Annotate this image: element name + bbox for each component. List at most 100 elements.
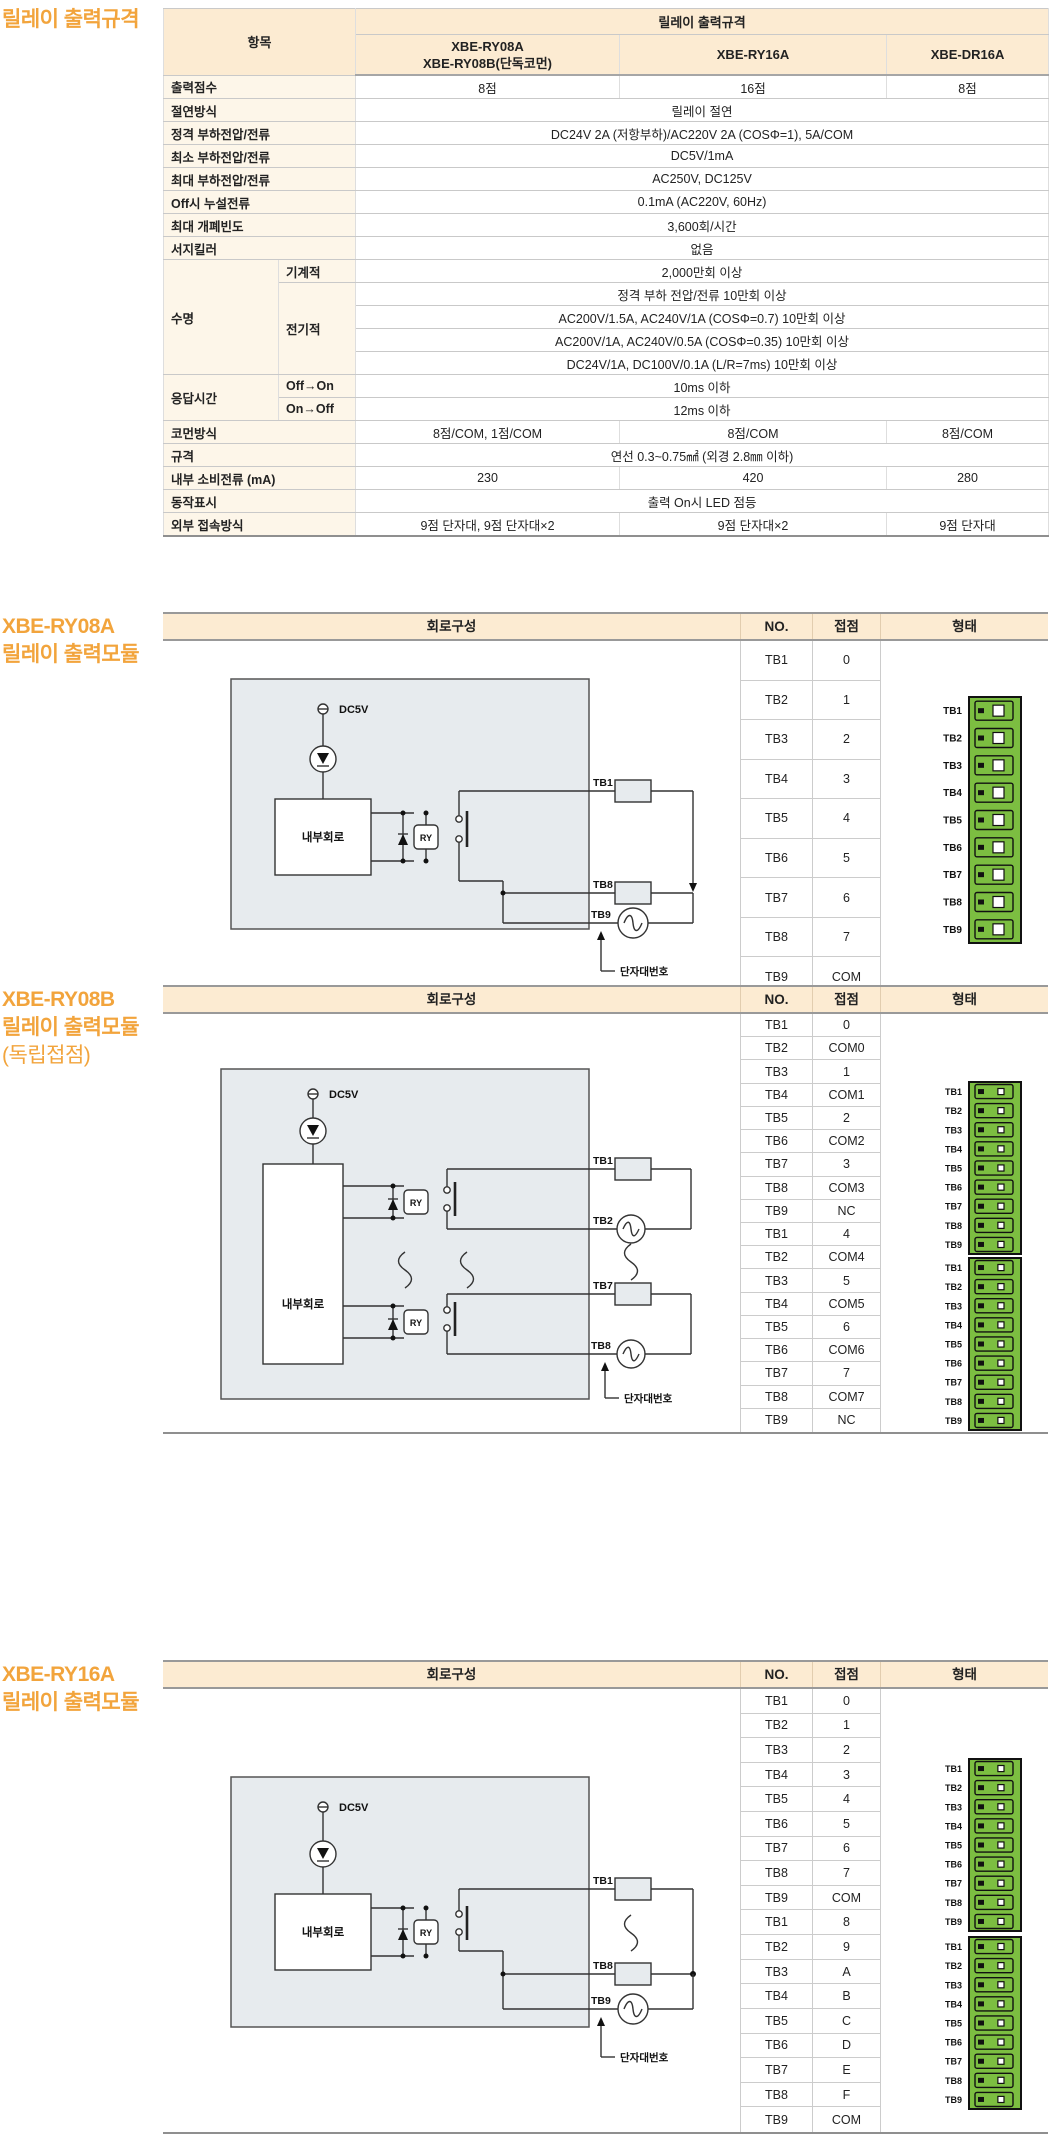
terminal-screw bbox=[997, 1145, 1005, 1153]
contact-value: COM2 bbox=[813, 1130, 881, 1153]
terminal-label: TB9 bbox=[945, 1240, 962, 1250]
terminal-clamp bbox=[978, 708, 984, 714]
circuit-svg: DC5V 내부회로 RY TB1 bbox=[230, 1776, 696, 2064]
terminal-no: TB7 bbox=[741, 2058, 813, 2082]
spec-sublabel: On→Off bbox=[277, 397, 357, 421]
terminal-number-note: 단자대번호 bbox=[624, 1392, 673, 1405]
circuit-svg: DC5V 내부회로 RY TB1 bbox=[220, 1068, 692, 1405]
terminal-screw bbox=[997, 1283, 1005, 1291]
terminal-slot bbox=[974, 1236, 1014, 1253]
terminal-screw bbox=[997, 1803, 1005, 1811]
terminal-clamp bbox=[978, 1785, 984, 1791]
terminal-label: TB9 bbox=[943, 925, 962, 936]
spec-value: 16점 bbox=[619, 74, 888, 99]
contact-value: 4 bbox=[813, 1222, 881, 1246]
col-item-header: 항목 bbox=[162, 8, 357, 76]
terminal-slot bbox=[974, 1336, 1014, 1352]
terminal-slot bbox=[974, 1141, 1014, 1157]
terminal-screw bbox=[997, 2038, 1005, 2046]
spec-value: 12ms 이하 bbox=[355, 397, 1050, 421]
terminal-clamp bbox=[978, 1766, 984, 1772]
tb1-label: TB1 bbox=[593, 777, 613, 789]
section-header: 회로구성 NO. 접점 형태 bbox=[163, 612, 1048, 641]
terminal-no: TB1 bbox=[741, 641, 813, 680]
spec-value: AC200V/1.5A, AC240V/1A (COSΦ=0.7) 10만회 이… bbox=[355, 305, 1050, 329]
header-contact: 접점 bbox=[813, 987, 881, 1012]
terminal-no: TB7 bbox=[741, 1362, 813, 1385]
contact-value: COM4 bbox=[813, 1246, 881, 1269]
terminal-no: TB3 bbox=[741, 720, 813, 759]
terminal-no: TB1 bbox=[741, 1910, 813, 1935]
relay-label: RY bbox=[410, 1318, 422, 1328]
circuit-diagram-ry16a: DC5V 내부회로 RY TB1 bbox=[163, 1689, 741, 2132]
terminal-slot bbox=[974, 1760, 1014, 1777]
spec-value: 280 bbox=[886, 466, 1050, 490]
contact-value: COM bbox=[813, 1885, 881, 1910]
contact-value: 0 bbox=[813, 1014, 881, 1037]
table-row: AC200V/1A, AC240V/0.5A (COSΦ=0.35) 10만회 … bbox=[164, 328, 1050, 352]
contact-value: A bbox=[813, 1959, 881, 1984]
terminal-label: TB6 bbox=[945, 1860, 962, 1870]
terminal-slot bbox=[974, 1259, 1014, 1276]
contact-value: 3 bbox=[813, 759, 881, 799]
terminal-slot bbox=[974, 837, 1014, 858]
table-row: 내부 소비전류 (mA) 230 420 280 bbox=[162, 466, 1050, 490]
spec-value: 8점/COM bbox=[886, 420, 1050, 444]
terminal-clamp bbox=[978, 1360, 984, 1366]
section-title-ry08b: XBE-RY08B 릴레이 출력모듈 (독립접점) bbox=[2, 988, 140, 1067]
header-no: NO. bbox=[741, 1662, 813, 1687]
terminal-label: TB9 bbox=[945, 1416, 962, 1426]
table-row: Off시 누설전류 0.1mA (AC220V, 60Hz) bbox=[162, 190, 1050, 214]
terminal-slot bbox=[974, 1393, 1014, 1410]
spec-value: 릴레이 절연 bbox=[355, 98, 1050, 122]
contact-value: COM0 bbox=[813, 1037, 881, 1060]
terminal-no: TB4 bbox=[741, 1762, 813, 1787]
header-no: NO. bbox=[741, 614, 813, 639]
terminal-no: TB8 bbox=[741, 1861, 813, 1885]
terminal-no: TB6 bbox=[741, 1130, 813, 1153]
terminal-clamp bbox=[978, 2058, 984, 2064]
spec-value: 10ms 이하 bbox=[355, 374, 1050, 398]
terminal-label: TB5 bbox=[945, 1841, 962, 1851]
terminal-clamp bbox=[978, 2096, 984, 2102]
terminal-clamp bbox=[978, 1804, 984, 1810]
terminal-clamp bbox=[978, 1918, 984, 1924]
terminal-label: TB6 bbox=[945, 1183, 962, 1193]
terminal-clamp bbox=[978, 1398, 984, 1404]
header-no: NO. bbox=[741, 987, 813, 1012]
terminal-screw bbox=[997, 1240, 1005, 1249]
terminal-label: TB7 bbox=[945, 1378, 962, 1388]
contact-value: 6 bbox=[813, 878, 881, 917]
terminal-label: TB5 bbox=[945, 1340, 962, 1350]
terminal-slot bbox=[974, 1412, 1014, 1429]
tb9-label: TB9 bbox=[591, 909, 611, 921]
terminal-label: TB1 bbox=[945, 1764, 962, 1774]
terminal-screw bbox=[997, 2019, 1005, 2027]
terminal-clamp bbox=[978, 1842, 984, 1848]
spec-value: 8점/COM, 1점/COM bbox=[355, 420, 621, 444]
contact-value: 5 bbox=[813, 838, 881, 878]
contact-value: E bbox=[813, 2058, 881, 2082]
terminal-label: TB3 bbox=[945, 1980, 962, 1990]
table-row: 외부 접속방식 9점 단자대, 9점 단자대×2 9점 단자대×2 9점 단자대 bbox=[162, 512, 1050, 537]
terminal-no: TB3 bbox=[741, 1738, 813, 1762]
relay-label: RY bbox=[420, 1928, 432, 1938]
table-row: 전기적 정격 부하 전압/전류 10만회 이상 bbox=[164, 282, 1050, 375]
terminal-screw bbox=[997, 1917, 1005, 1926]
terminal-clamp bbox=[978, 1241, 984, 1247]
terminal-screw bbox=[992, 759, 1005, 772]
terminal-slot bbox=[974, 1122, 1014, 1138]
spec-value: 9점 단자대, 9점 단자대×2 bbox=[355, 512, 621, 537]
terminal-label: TB9 bbox=[945, 1917, 962, 1927]
